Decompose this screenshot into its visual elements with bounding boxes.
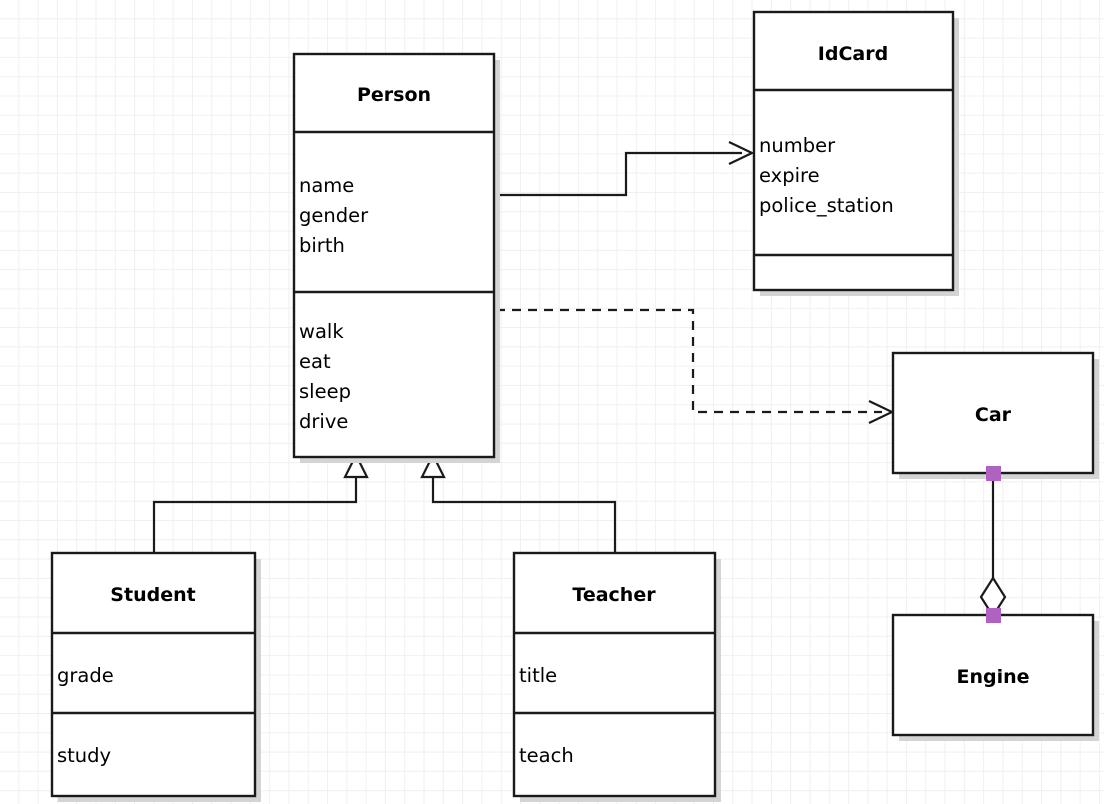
class-name-teacher: Teacher — [572, 584, 656, 606]
edge-student-person-line[interactable] — [152, 475, 358, 553]
edge-handle-car-bottom[interactable] — [986, 466, 1001, 481]
class-box-idcard-body[interactable] — [752, 10, 955, 292]
class-attribute: name — [299, 174, 354, 197]
edge-student-person[interactable] — [152, 452, 369, 553]
class-box-student[interactable]: Student grade study — [50, 551, 261, 802]
edge-person-idcard-arrowhead — [728, 141, 755, 165]
class-box-engine[interactable]: Engine — [891, 613, 1099, 741]
class-name-idcard: IdCard — [818, 43, 888, 65]
edge-student-person-triangle — [343, 452, 369, 479]
edge-teacher-person-triangle — [420, 452, 446, 479]
edge-person-car[interactable] — [496, 308, 895, 424]
class-box-car-body[interactable] — [891, 351, 1095, 475]
edge-teacher-person-line[interactable] — [431, 475, 617, 553]
edge-person-idcard[interactable] — [495, 141, 755, 197]
edge-person-idcard-line[interactable] — [495, 151, 742, 197]
class-method: teach — [519, 744, 574, 767]
class-box-person-body[interactable] — [292, 52, 496, 459]
class-box-engine-body[interactable] — [891, 613, 1095, 737]
class-box-car[interactable]: Car — [891, 351, 1099, 479]
class-attribute: expire — [759, 164, 820, 187]
class-name-engine: Engine — [956, 666, 1029, 688]
class-attribute: gender — [299, 204, 369, 227]
class-attribute: police_station — [759, 194, 894, 217]
class-box-teacher[interactable]: Teacher title teach — [512, 551, 721, 802]
class-box-person[interactable]: Person name gender birth walk eat sleep … — [292, 52, 500, 463]
edge-handles-overlay — [986, 466, 1001, 623]
class-attribute: birth — [299, 234, 345, 257]
class-method: eat — [299, 350, 331, 373]
edge-person-car-line[interactable] — [496, 308, 882, 414]
class-box-idcard[interactable]: IdCard number expire police_station — [752, 10, 959, 296]
class-method: walk — [299, 320, 344, 343]
class-attribute: title — [519, 664, 557, 687]
class-method: study — [57, 744, 111, 767]
class-method: sleep — [299, 380, 351, 403]
class-attribute: number — [759, 134, 836, 157]
class-box-teacher-body[interactable] — [512, 551, 717, 798]
edge-teacher-person[interactable] — [420, 452, 617, 553]
class-box-student-body[interactable] — [50, 551, 257, 798]
edge-handle-engine-top[interactable] — [986, 608, 1001, 623]
class-attribute: grade — [57, 664, 114, 687]
class-name-car: Car — [975, 404, 1012, 426]
class-method: drive — [299, 410, 348, 433]
class-name-person: Person — [357, 84, 431, 106]
class-name-student: Student — [110, 584, 195, 606]
edge-car-engine[interactable] — [979, 466, 1007, 623]
